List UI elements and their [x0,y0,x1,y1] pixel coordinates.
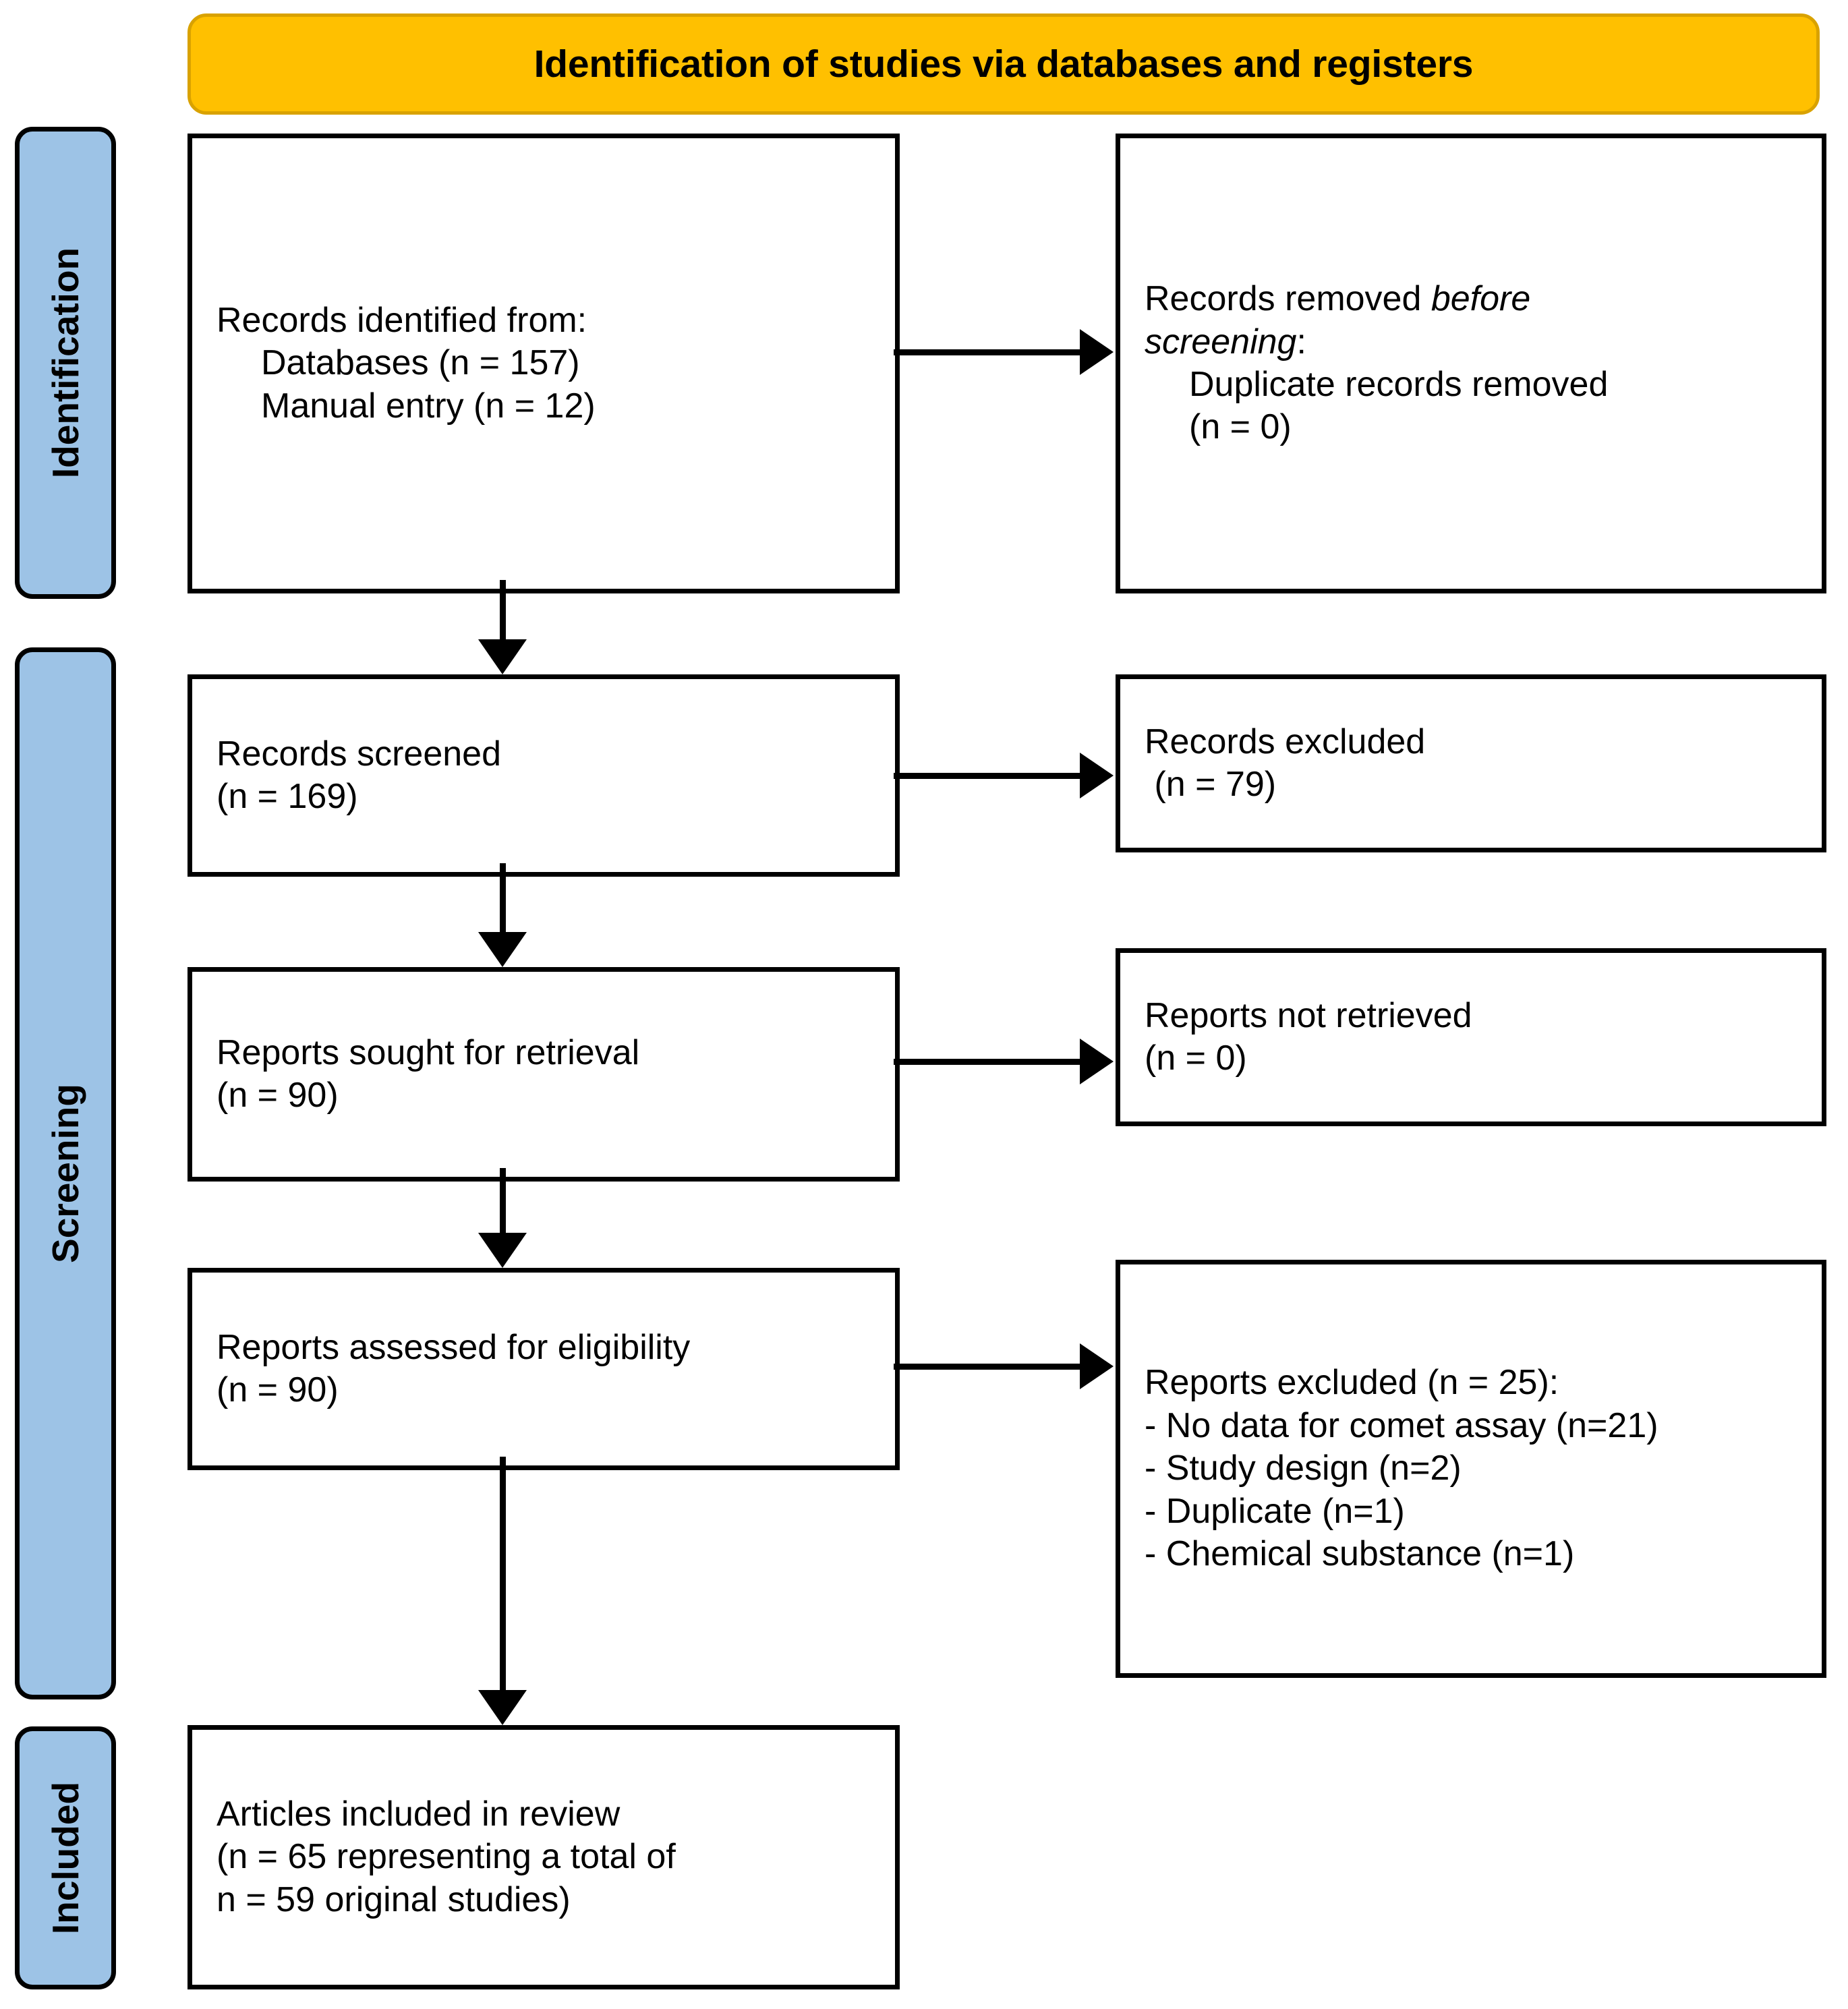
connector-assessed-to-reportsexcluded-arrowhead [1080,1343,1114,1389]
records-excluded-count: (n = 79) [1145,765,1277,804]
box-reports-sought: Reports sought for retrieval (n = 90) [187,967,900,1182]
reports-excluded-reason-2: - Study design (n=2) [1145,1449,1462,1488]
connector-sought-to-assessed-line [500,1168,506,1233]
connector-sought-to-assessed-arrowhead [478,1233,527,1268]
connector-identified-to-removed-arrowhead [1080,329,1114,375]
box-articles-included: Articles included in review (n = 65 repr… [187,1725,900,1989]
records-removed-prefix: Records removed [1145,279,1431,319]
connector-assessed-to-reportsexcluded-line [894,1364,1082,1370]
records-identified-databases: Databases (n = 157) [261,343,580,383]
articles-included-studies: n = 59 original studies) [216,1880,571,1919]
reports-excluded-header: Reports excluded (n = 25): [1145,1363,1559,1403]
stage-label-screening-text: Screening [45,1084,86,1263]
stage-label-included-text: Included [45,1781,86,1935]
records-screened-label: Records screened [216,734,501,774]
records-removed-colon: : [1296,322,1306,361]
connector-screened-to-sought-arrowhead [478,932,527,967]
records-removed-italic-before: before [1431,279,1531,319]
records-removed-count: (n = 0) [1189,407,1292,447]
reports-excluded-reason-1: - No data for comet assay (n=21) [1145,1405,1658,1445]
box-records-removed: Records removed before screening: Duplic… [1116,134,1826,593]
connector-identified-to-removed-line [894,349,1082,355]
records-removed-duplicates: Duplicate records removed [1189,365,1609,404]
connector-identified-to-screened-line [500,580,506,639]
stage-label-identification-text: Identification [45,247,87,479]
connector-sought-to-notretrieved-line [894,1059,1082,1065]
records-identified-line1: Records identified from: [216,300,587,340]
header-banner: Identification of studies via databases … [187,13,1820,115]
box-reports-not-retrieved: Reports not retrieved (n = 0) [1116,948,1826,1126]
records-removed-line2: screening: [1145,321,1797,363]
reports-not-retrieved-count: (n = 0) [1145,1039,1247,1078]
reports-not-retrieved-label: Reports not retrieved [1145,995,1472,1035]
box-records-screened: Records screened (n = 169) [187,674,900,877]
records-removed-italic-screening: screening [1145,322,1297,361]
stage-label-screening: Screening [15,647,116,1699]
reports-assessed-count: (n = 90) [216,1370,339,1409]
box-reports-excluded: Reports excluded (n = 25): - No data for… [1116,1260,1826,1678]
reports-excluded-reason-4: - Chemical substance (n=1) [1145,1534,1575,1574]
box-reports-assessed: Reports assessed for eligibility (n = 90… [187,1268,900,1470]
records-removed-line1: Records removed before [1145,278,1797,320]
connector-screened-to-excluded-line [894,773,1082,779]
connector-screened-to-excluded-arrowhead [1080,753,1114,798]
connector-assessed-to-included-line [500,1457,506,1690]
box-records-excluded: Records excluded (n = 79) [1116,674,1826,852]
connector-identified-to-screened-arrowhead [478,639,527,674]
articles-included-label: Articles included in review [216,1794,620,1834]
reports-sought-label: Reports sought for retrieval [216,1032,640,1072]
articles-included-count: (n = 65 representing a total of [216,1837,676,1877]
stage-label-included: Included [15,1726,116,1989]
records-excluded-label: Records excluded [1145,722,1426,761]
stage-label-identification: Identification [15,127,116,599]
page-title: Identification of studies via databases … [533,42,1474,86]
connector-screened-to-sought-line [500,863,506,932]
reports-sought-count: (n = 90) [216,1076,339,1115]
connector-sought-to-notretrieved-arrowhead [1080,1039,1114,1084]
records-screened-count: (n = 169) [216,777,358,816]
records-identified-manual: Manual entry (n = 12) [261,386,596,426]
reports-assessed-label: Reports assessed for eligibility [216,1327,691,1367]
reports-excluded-reason-3: - Duplicate (n=1) [1145,1491,1405,1531]
box-records-identified: Records identified from: Databases (n = … [187,134,900,593]
connector-assessed-to-included-arrowhead [478,1690,527,1725]
